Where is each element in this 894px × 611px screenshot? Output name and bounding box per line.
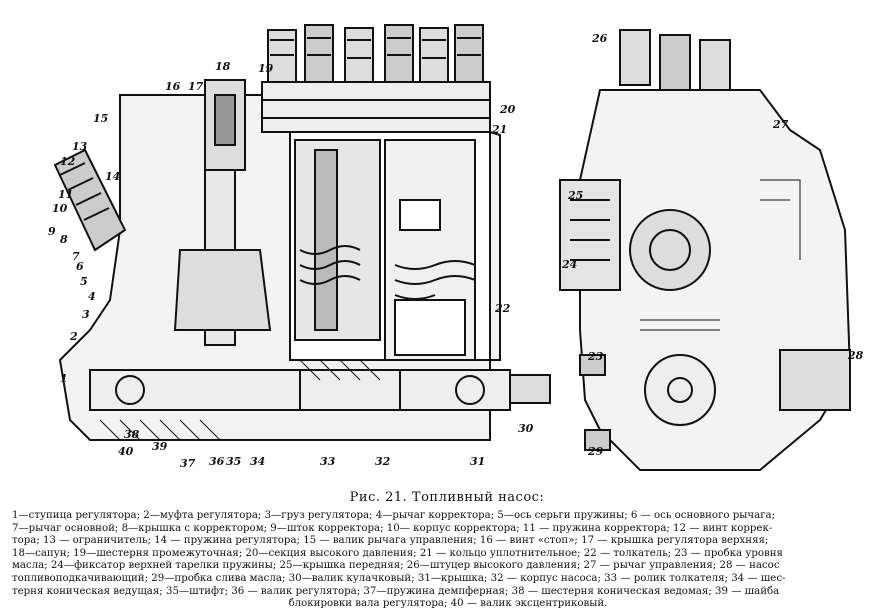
part-number-label: 8 — [60, 233, 68, 246]
part-number-label: 7 — [72, 250, 80, 263]
high-pressure-section — [261, 81, 491, 133]
cam-hub — [644, 354, 716, 426]
part-number-label: 15 — [93, 112, 108, 125]
part-number-label: 40 — [118, 445, 134, 458]
part-number-label: 3 — [82, 308, 90, 321]
front-cover — [559, 179, 621, 291]
part-number-label: 22 — [494, 302, 511, 315]
corrector — [53, 148, 127, 252]
feed-pump — [779, 349, 851, 411]
camshaft — [89, 369, 551, 411]
part-number-label: 4 — [88, 290, 96, 303]
gear — [629, 209, 711, 291]
legend-line: 7—рычаг основной; 8—крышка с корректором… — [12, 522, 773, 534]
part-number-label: 25 — [567, 189, 583, 202]
legend-line: 18—сапун; 19—шестерня промежуточная; 20—… — [12, 547, 783, 559]
part-number-label: 24 — [561, 258, 577, 271]
part-number-label: 23 — [587, 350, 604, 363]
high-pressure-fittings — [267, 24, 484, 87]
part-number-label: 36 — [209, 455, 225, 468]
part-number-label: 39 — [152, 440, 168, 453]
legend-line: масла; 24—фиксатор верхней тарелки пружи… — [12, 560, 780, 572]
end-fittings — [619, 29, 731, 96]
part-number-label: 38 — [124, 428, 140, 441]
part-number-label: 35 — [226, 455, 241, 468]
part-number-label: 27 — [772, 118, 789, 131]
part-number-label: 13 — [72, 140, 88, 153]
part-number-label: 12 — [60, 155, 76, 168]
part-number-label: 29 — [587, 445, 604, 458]
part-number-label: 2 — [69, 330, 78, 343]
part-number-label: 28 — [847, 349, 864, 362]
legend-line: блокировки вала регулятора; 40 — валик э… — [288, 598, 608, 610]
part-number-label: 10 — [52, 202, 68, 215]
part-number-label: 32 — [375, 455, 391, 468]
part-number-label: 17 — [188, 80, 204, 93]
figure-caption: Рис. 21. Топливный насос: — [349, 490, 545, 505]
part-number-label: 37 — [180, 457, 196, 470]
part-number-label: 21 — [491, 123, 507, 136]
part-number-label: 16 — [165, 80, 181, 93]
legend-line: терня коническая ведущая; 35—штифт; 36 —… — [12, 585, 780, 597]
legend-line: топливоподкачивающий; 29—пробка слива ма… — [12, 572, 786, 584]
pump-housing — [58, 94, 501, 441]
part-number-label: 26 — [591, 32, 608, 45]
part-number-label: 18 — [215, 60, 231, 73]
part-number-label: 30 — [518, 422, 534, 435]
part-number-label: 19 — [258, 62, 274, 75]
right-end-view — [559, 29, 852, 471]
part-number-label: 33 — [320, 455, 336, 468]
part-number-label: 11 — [58, 188, 73, 201]
part-number-label: 31 — [470, 455, 485, 468]
figure-legend: 1—ступица регулятора; 2—муфта регулятора… — [12, 510, 884, 611]
part-number-label: 20 — [499, 103, 516, 116]
part-number-label: 6 — [76, 260, 84, 273]
legend-line: 1—ступица регулятора; 2—муфта регулятора… — [12, 510, 776, 521]
part-number-label: 1 — [60, 372, 68, 385]
part-number-label: 5 — [80, 275, 88, 288]
legend-line: тора; 13 — ограничитель; 14 — пружина ре… — [12, 535, 769, 547]
part-number-label: 34 — [250, 455, 265, 468]
left-section-view — [53, 24, 551, 441]
part-number-label: 9 — [48, 225, 56, 238]
part-number-label: 14 — [105, 170, 120, 183]
